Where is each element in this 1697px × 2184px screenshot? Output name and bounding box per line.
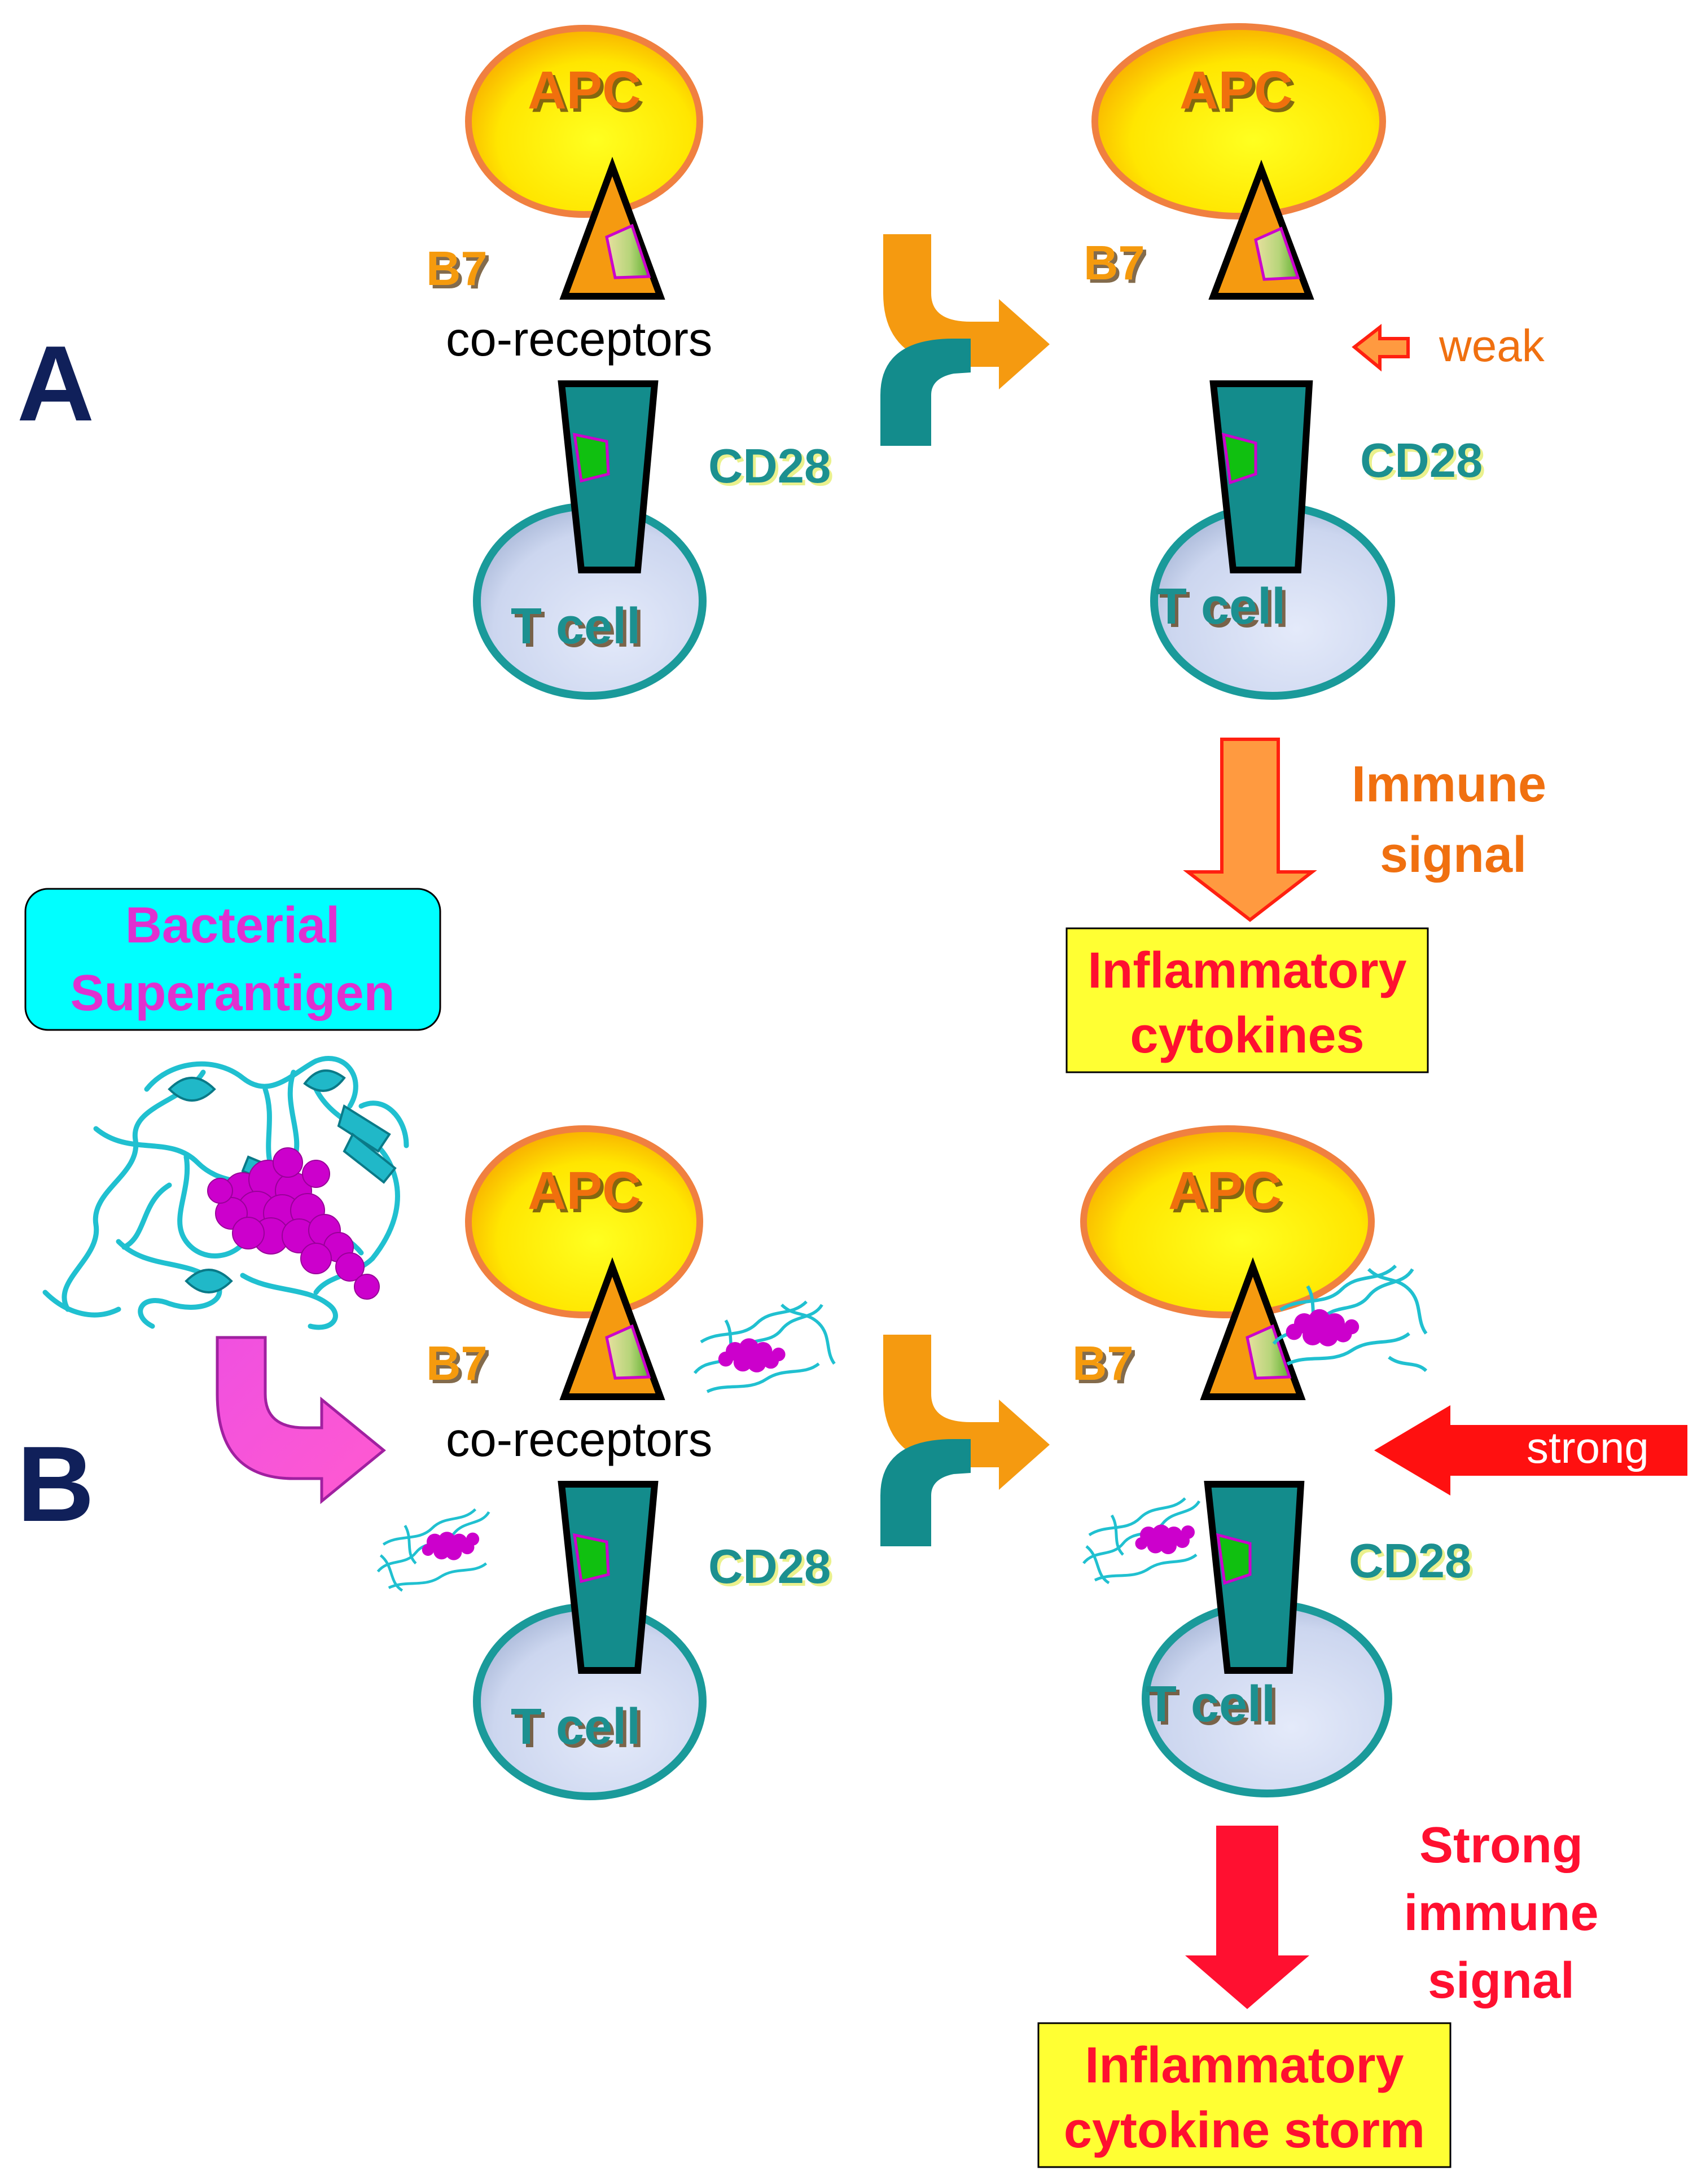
cd28-receptor [558, 1481, 659, 1674]
strong-signal-arrow [1374, 1405, 1687, 1496]
strong-signal-line3: signal [1428, 1953, 1575, 2009]
panel-b-right: APC B7 CD28 T cell [1072, 1125, 1687, 1797]
cd28-pocket [573, 432, 610, 483]
superantigen-line1: Bacterial [125, 897, 340, 954]
cd28-label: CD28 [708, 440, 831, 493]
cd28-receptor [558, 380, 659, 573]
apc-cell [1080, 1125, 1375, 1318]
apc-cell [465, 1125, 703, 1318]
immune-signal-label-line1: Immune [1352, 756, 1546, 813]
outcome-b-line1: Inflammatory [1085, 2037, 1404, 2094]
strong-label: strong [1527, 1423, 1649, 1472]
cd28-receptor [1209, 380, 1313, 573]
apc-cell [1091, 23, 1386, 220]
panel-b-transition-arrow [880, 1335, 1050, 1546]
apc-label: APC [1179, 60, 1293, 120]
b7-label: B7 [426, 1337, 488, 1391]
apc-label: APC [1168, 1161, 1282, 1221]
weak-label: weak [1439, 321, 1545, 371]
t-cell-label: T cell [511, 598, 641, 655]
cd28-label: CD28 [708, 1540, 831, 1594]
panel-a-right: APC B7 weak CD28 T cell [1084, 23, 1545, 700]
outcome-a-line1: Inflammatory [1088, 942, 1406, 999]
cd28-pocket [1216, 1533, 1252, 1585]
superantigen-binding-arrow [216, 1336, 386, 1505]
t-cell-label: T cell [511, 1699, 641, 1755]
outcome-b-line2: cytokine storm [1064, 2102, 1425, 2159]
b7-label: B7 [1084, 236, 1145, 290]
apc-label: APC [528, 60, 641, 120]
panel-b-left: APC B7 co-receptors CD28 T cell [376, 1125, 836, 1800]
outcome-a-line2: cytokines [1130, 1007, 1364, 1064]
panel-a-left: APC B7 co-receptors CD28 T cell [426, 25, 831, 700]
t-cell-label: T cell [1146, 1676, 1275, 1733]
cd28-receptor [1204, 1481, 1305, 1674]
cd28-pocket [573, 1533, 610, 1584]
superantigen-line2: Superantigen [70, 965, 394, 1021]
b7-pocket [1254, 226, 1300, 281]
co-receptors-label: co-receptors [446, 1413, 712, 1467]
cd28-pocket [1221, 432, 1257, 485]
superantigen-small-icon [693, 1300, 836, 1393]
strong-signal-line1: Strong [1419, 1817, 1583, 1874]
superantigen-box: Bacterial Superantigen [24, 888, 441, 1031]
apc-cell [465, 25, 703, 218]
co-receptors-label: co-receptors [446, 313, 712, 366]
cd28-label: CD28 [1360, 434, 1483, 488]
cd28-label: CD28 [1349, 1534, 1471, 1588]
b7-pocket [605, 223, 651, 279]
b7-label: B7 [1072, 1337, 1134, 1391]
outcome-box-a: Inflammatory cytokines [1065, 927, 1429, 1073]
panel-a-transition-arrow [880, 234, 1050, 446]
superantigen-bound-icon [1082, 1497, 1201, 1585]
b7-pocket [1246, 1324, 1292, 1380]
b7-label: B7 [426, 242, 488, 296]
immune-signal-arrow [1183, 738, 1317, 922]
strong-immune-signal-arrow [1185, 1826, 1309, 2009]
weak-signal-arrow [1352, 323, 1410, 372]
superantigen-atoms-icon [207, 1147, 380, 1300]
strong-signal-line2: immune [1404, 1885, 1598, 1941]
panel-label-a: A [17, 324, 94, 444]
immune-signal-label-line2: signal [1380, 827, 1527, 883]
apc-label: APC [528, 1161, 641, 1221]
outcome-box-b: Inflammatory cytokine storm [1037, 2022, 1452, 2168]
superantigen-small-icon [376, 1508, 490, 1592]
superantigen-bound-icon [1272, 1264, 1428, 1372]
t-cell-label: T cell [1156, 578, 1286, 635]
b7-pocket [605, 1324, 651, 1380]
panel-label-b: B [17, 1424, 94, 1544]
